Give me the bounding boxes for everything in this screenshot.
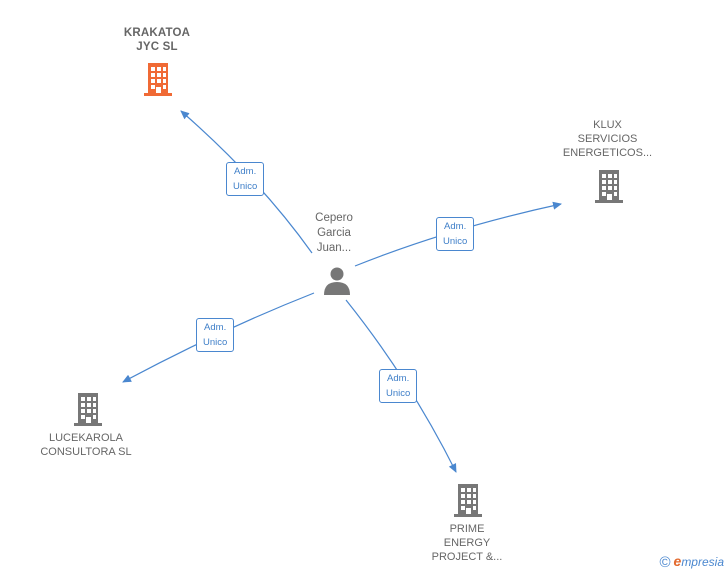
- person-icon[interactable]: [321, 265, 353, 297]
- krakatoa-name-line2: JYC SL: [136, 41, 178, 53]
- prime-name-line1: PRIME: [449, 523, 485, 535]
- relation-klux-line2: Unico: [443, 236, 468, 247]
- prime-name-line2: ENERGY: [443, 537, 491, 549]
- node-label-prime: PRIME ENERGY PROJECT &...: [412, 522, 522, 564]
- relation-box-klux[interactable]: Adm. Unico: [436, 217, 475, 251]
- klux-name-line2: SERVICIOS: [577, 133, 638, 145]
- node-label-krakatoa: KRAKATOA JYC SL: [112, 26, 202, 54]
- person-name-line3: Juan...: [316, 242, 352, 254]
- krakatoa-name-line1: KRAKATOA: [123, 27, 191, 39]
- brand-rest: mpresia: [681, 555, 724, 569]
- relation-box-lucekarola[interactable]: Adm. Unico: [196, 318, 235, 352]
- person-name-line2: Garcia: [317, 227, 351, 239]
- lucekarola-name-line2: CONSULTORA SL: [40, 446, 132, 458]
- relation-box-prime[interactable]: Adm. Unico: [379, 369, 418, 403]
- building-icon[interactable]: [452, 482, 484, 518]
- lucekarola-name-line1: LUCEKAROLA: [49, 432, 123, 444]
- person-name-line1: Cepero: [315, 212, 353, 224]
- klux-name-line1: KLUX: [593, 119, 622, 131]
- klux-name-line3: ENERGETICOS...: [562, 147, 653, 159]
- prime-name-line3: PROJECT &...: [431, 551, 503, 563]
- relation-klux-line1: Adm.: [444, 221, 467, 232]
- node-label-klux: KLUX SERVICIOS ENERGETICOS...: [545, 118, 670, 160]
- copyright-icon: ©: [659, 554, 671, 571]
- relation-lucekarola-line2: Unico: [203, 337, 228, 348]
- node-label-lucekarola: LUCEKAROLA CONSULTORA SL: [26, 431, 146, 459]
- relation-box-krakatoa[interactable]: Adm. Unico: [226, 162, 265, 196]
- relation-lucekarola-line1: Adm.: [204, 322, 227, 333]
- building-icon[interactable]: [593, 168, 625, 204]
- building-icon[interactable]: [72, 391, 104, 427]
- relation-krakatoa-line1: Adm.: [234, 166, 257, 177]
- relation-prime-line1: Adm.: [387, 373, 410, 384]
- building-icon[interactable]: [142, 61, 174, 97]
- relation-prime-line2: Unico: [386, 388, 411, 399]
- brand-logo: empresia: [673, 553, 724, 569]
- node-label-person: Cepero Garcia Juan...: [298, 211, 370, 256]
- relation-krakatoa-line2: Unico: [233, 181, 258, 192]
- brand-initial: e: [673, 553, 682, 569]
- footer-brand[interactable]: ©empresia: [659, 553, 724, 571]
